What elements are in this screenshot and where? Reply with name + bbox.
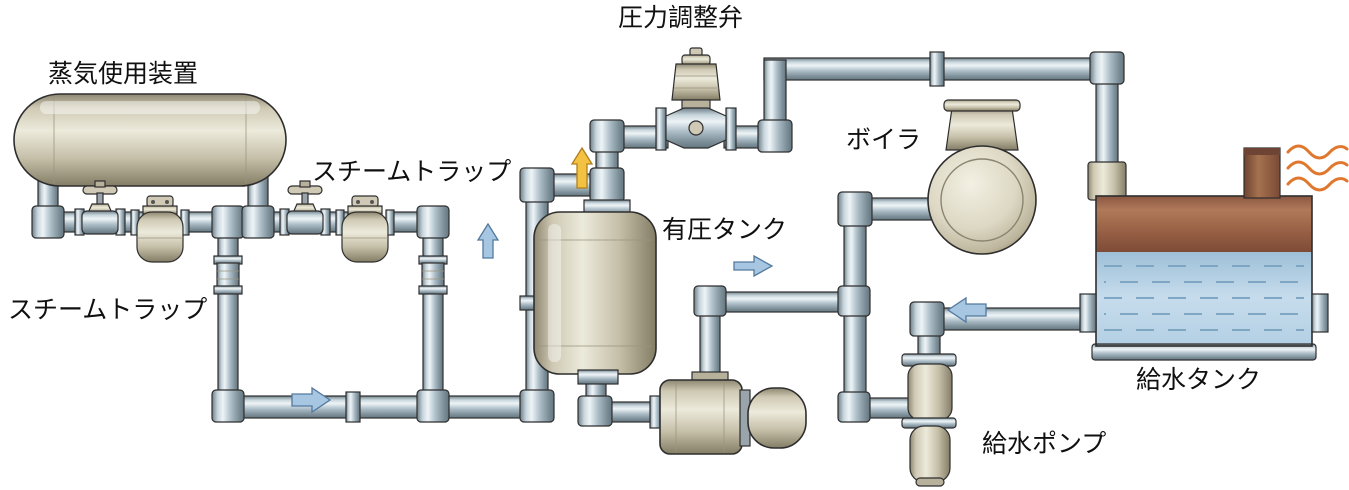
pipe-condensate-bottom — [217, 395, 549, 419]
condensate-pump — [649, 371, 807, 455]
tank-upper-section — [1096, 196, 1312, 252]
tank-inlet-collar — [1087, 161, 1127, 201]
flow-arrow-right-condensate — [291, 386, 332, 414]
pipe — [217, 211, 239, 409]
labels: 蒸気使用装置 スチームトラップ スチームトラップ 圧力調整弁 有圧タンク ボイラ… — [8, 3, 1261, 458]
pipe — [422, 211, 444, 409]
steam-trap-1 — [130, 195, 190, 263]
label-pressurized-tank: 有圧タンク — [662, 215, 787, 244]
pressurized-tank — [533, 199, 657, 385]
boiler-shell — [927, 145, 1037, 255]
tank-side-flange-left — [1079, 293, 1097, 333]
tank-chimney — [1243, 147, 1281, 199]
pump-casing — [659, 379, 743, 455]
pipe-feedwater-suction — [917, 307, 1105, 331]
flow-arrow-right-discharge — [733, 254, 774, 278]
label-feedwater-tank: 給水タンク — [1136, 365, 1261, 394]
heat-waves-icon — [1286, 144, 1349, 192]
feedwater-pump — [901, 353, 957, 487]
flow-arrow-up-steam — [570, 146, 594, 189]
pressure-regulating-valve — [655, 47, 737, 151]
steam-using-equipment-vessel — [13, 93, 287, 187]
tank-side-flange-right — [1311, 293, 1329, 333]
feedwater-tank — [1079, 144, 1349, 361]
pump-motor — [747, 387, 807, 449]
boiler — [927, 99, 1037, 255]
globe-valve-1 — [74, 180, 126, 236]
globe-valve-2 — [279, 180, 331, 236]
label-steam-trap-upper: スチームトラップ — [312, 157, 511, 186]
flow-arrow-left-feedwater — [946, 296, 987, 324]
label-steam-trap-lower: スチームトラップ — [8, 295, 207, 324]
check-valve-2 — [418, 255, 448, 295]
check-valve-1 — [213, 255, 243, 295]
flow-arrow-up-riser — [476, 222, 500, 259]
pipe-fittings — [31, 51, 1125, 427]
label-boiler: ボイラ — [846, 125, 921, 154]
label-pressure-regulating-valve: 圧力調整弁 — [618, 3, 743, 32]
flow-arrows — [291, 146, 987, 414]
steam-trap-2 — [335, 195, 395, 263]
label-steam-using-equipment: 蒸気使用装置 — [48, 59, 198, 88]
label-feedwater-pump: 給水ポンプ — [982, 429, 1106, 458]
